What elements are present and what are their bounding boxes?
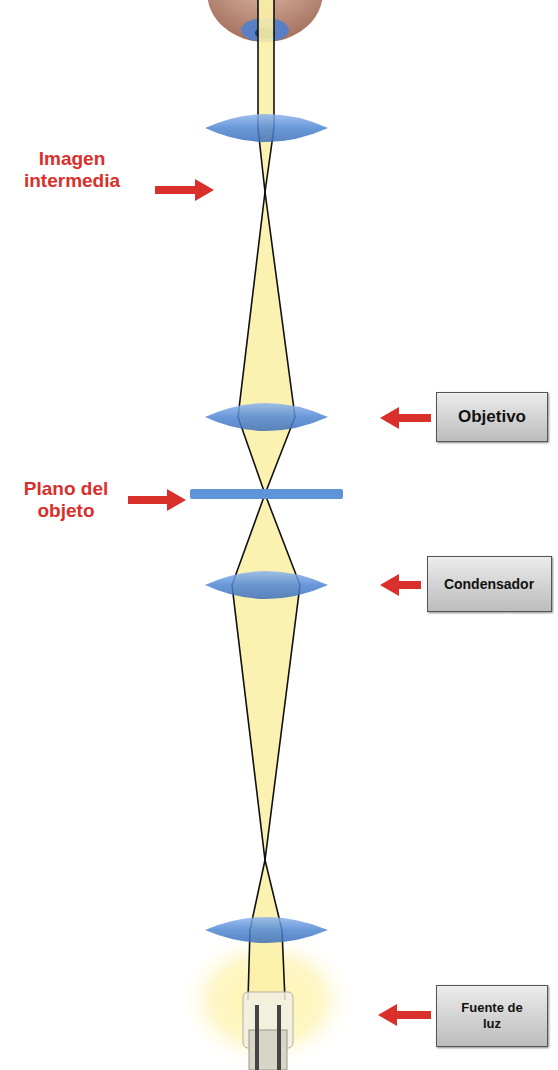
pointer-arrow bbox=[380, 407, 431, 429]
pointer-arrow bbox=[380, 574, 421, 596]
ray bbox=[238, 0, 300, 1000]
pointer-arrow bbox=[378, 1004, 431, 1026]
part-label: Plano del objeto bbox=[7, 478, 125, 522]
beam-segment bbox=[258, 0, 274, 128]
component-box: Objetivo bbox=[436, 392, 548, 442]
eyepiece-lens bbox=[205, 114, 328, 142]
condenser-lens bbox=[205, 571, 328, 599]
light-rays bbox=[232, 0, 300, 1000]
component-name: Fuente de luz bbox=[461, 1000, 523, 1031]
component-box: Fuente de luz bbox=[436, 985, 548, 1047]
component-name: Objetivo bbox=[458, 407, 526, 427]
beam-segment bbox=[238, 192, 295, 417]
component-box: Condensador bbox=[427, 556, 552, 612]
pointer-arrow bbox=[128, 489, 186, 511]
objective-lens bbox=[205, 403, 328, 431]
pointer-arrow bbox=[155, 179, 214, 201]
collector-lens bbox=[205, 917, 328, 943]
component-name: Condensador bbox=[444, 576, 534, 593]
part-label: Imagen intermedia bbox=[13, 148, 131, 192]
lamp-glow bbox=[177, 930, 357, 1070]
object-slide bbox=[190, 489, 343, 499]
ray bbox=[232, 0, 295, 1000]
bulb-pin bbox=[277, 1005, 281, 1070]
bulb-pin bbox=[255, 1005, 259, 1070]
pointer-arrows bbox=[128, 179, 431, 1026]
light-beam bbox=[232, 0, 300, 1000]
light-bulb bbox=[243, 992, 293, 1070]
bulb-base bbox=[249, 1030, 287, 1070]
beam-segment bbox=[232, 585, 300, 860]
